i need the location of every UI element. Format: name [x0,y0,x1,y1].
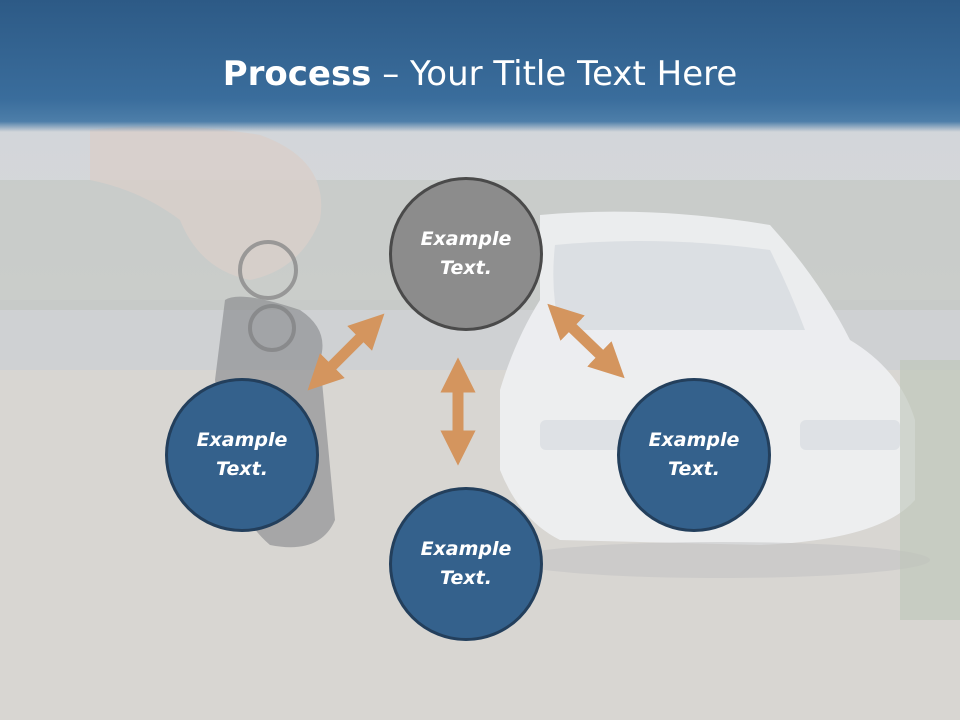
node-right-label: Example Text. [648,429,740,480]
title-bar [0,0,960,132]
arrow-top-left [307,313,385,391]
title-rest: – Your Title Text Here [371,54,738,94]
node-left: Example Text. [165,378,319,532]
node-top-label: Example Text. [420,228,512,279]
node-right: Example Text. [617,378,771,532]
title-bold: Process [222,54,372,94]
node-left-label: Example Text. [196,429,288,480]
node-bottom: Example Text. [389,487,543,641]
arrow-top-right [547,303,625,379]
node-top: Example Text. [389,177,543,331]
node-bottom-label: Example Text. [420,538,512,589]
slide-title: Process – Your Title Text Here [0,52,960,96]
